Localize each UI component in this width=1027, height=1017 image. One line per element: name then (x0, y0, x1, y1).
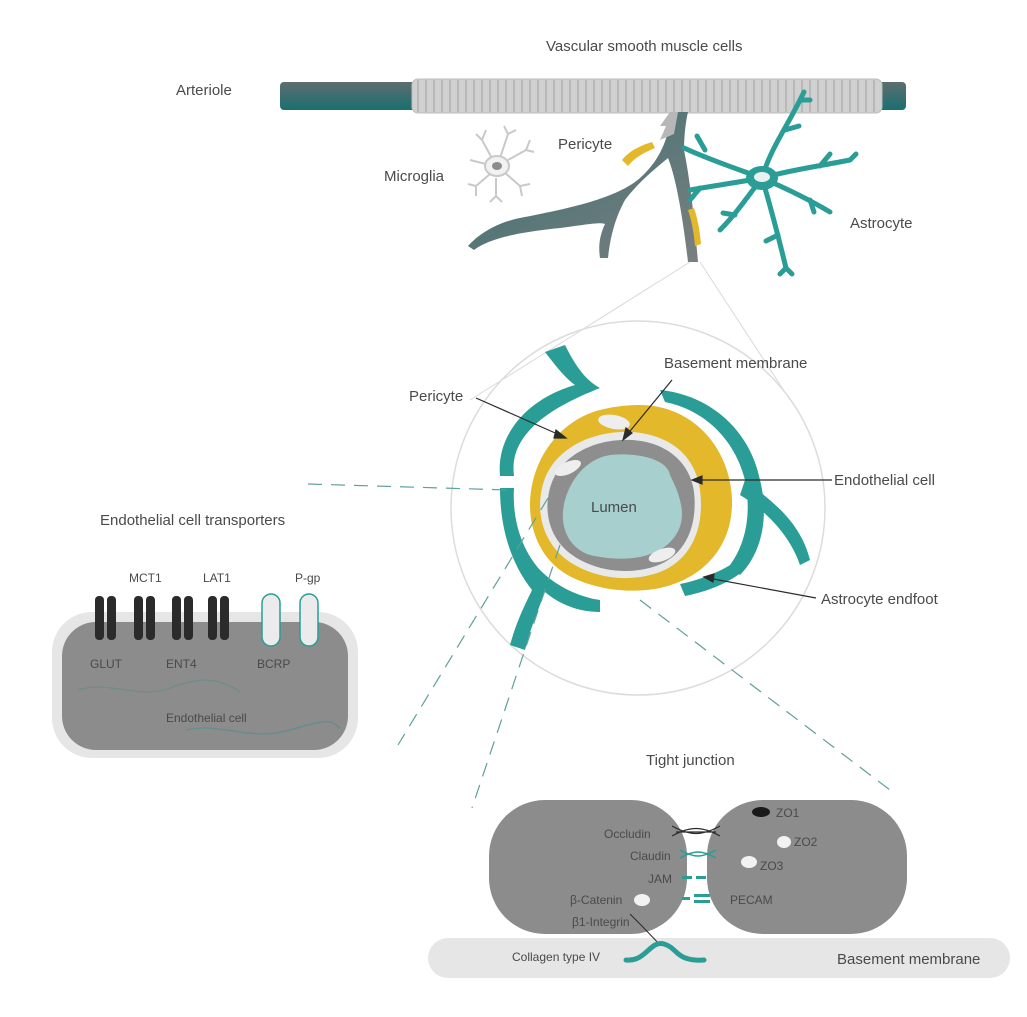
zo2-label: ZO2 (794, 835, 818, 849)
ent4-label: ENT4 (166, 657, 197, 671)
basement-membrane-bottom-label: Basement membrane (837, 951, 980, 968)
pecam-label: PECAM (730, 893, 773, 907)
pericyte-top-label: Pericyte (558, 136, 612, 153)
junction-proteins (623, 807, 791, 963)
lumen-label: Lumen (591, 499, 637, 516)
dashed-connectors (307, 483, 891, 809)
capillary-cross-section (499, 345, 810, 650)
mct1-label: MCT1 (129, 571, 162, 585)
vsmc-label: Vascular smooth muscle cells (546, 38, 742, 55)
zo1-label: ZO1 (776, 806, 800, 820)
bcrp-label: BCRP (257, 657, 290, 671)
left-endothelial-cell (489, 800, 687, 934)
zo3-label: ZO3 (760, 859, 784, 873)
transporter-cell-label: Endothelial cell (166, 711, 247, 725)
transporter-proteins (95, 593, 319, 647)
pericyte-cell-top (622, 142, 701, 246)
astrocyte-label: Astrocyte (850, 215, 913, 232)
astrocyte-nucleus (754, 172, 770, 182)
arteriole (280, 78, 906, 114)
endothelial-cell-label: Endothelial cell (834, 472, 935, 489)
lat1-label: LAT1 (203, 571, 231, 585)
capillary-branches (468, 112, 698, 262)
astrocyte-cell (681, 89, 859, 277)
annotation-arrows (475, 379, 832, 599)
pgp-label: P-gp (295, 571, 321, 585)
astrocyte-endfoot-label: Astrocyte endfoot (821, 591, 939, 608)
glut-label: GLUT (90, 657, 123, 671)
smooth-muscle-bands (411, 78, 883, 114)
collagen-label: Collagen type IV (512, 950, 600, 964)
transporters-title: Endothelial cell transporters (100, 512, 285, 529)
microglia-label: Microglia (384, 168, 445, 185)
beta1-integrin-label: β1-Integrin (572, 915, 630, 929)
claudin-label: Claudin (630, 849, 671, 863)
right-endothelial-cell (707, 800, 907, 934)
endothelial-cell-transporters (52, 612, 358, 758)
basement-membrane-band (428, 938, 1010, 978)
jam-label: JAM (648, 872, 672, 886)
arteriole-label: Arteriole (176, 82, 232, 99)
microglia-cell (467, 125, 535, 203)
basement-membrane-label: Basement membrane (664, 355, 807, 372)
occludin-label: Occludin (604, 827, 651, 841)
tight-junction-title: Tight junction (646, 752, 735, 769)
zoom-lines (469, 261, 791, 401)
beta-catenin-label: β-Catenin (570, 893, 622, 907)
pericyte-label: Pericyte (409, 388, 463, 405)
zoom-circle (450, 320, 826, 696)
